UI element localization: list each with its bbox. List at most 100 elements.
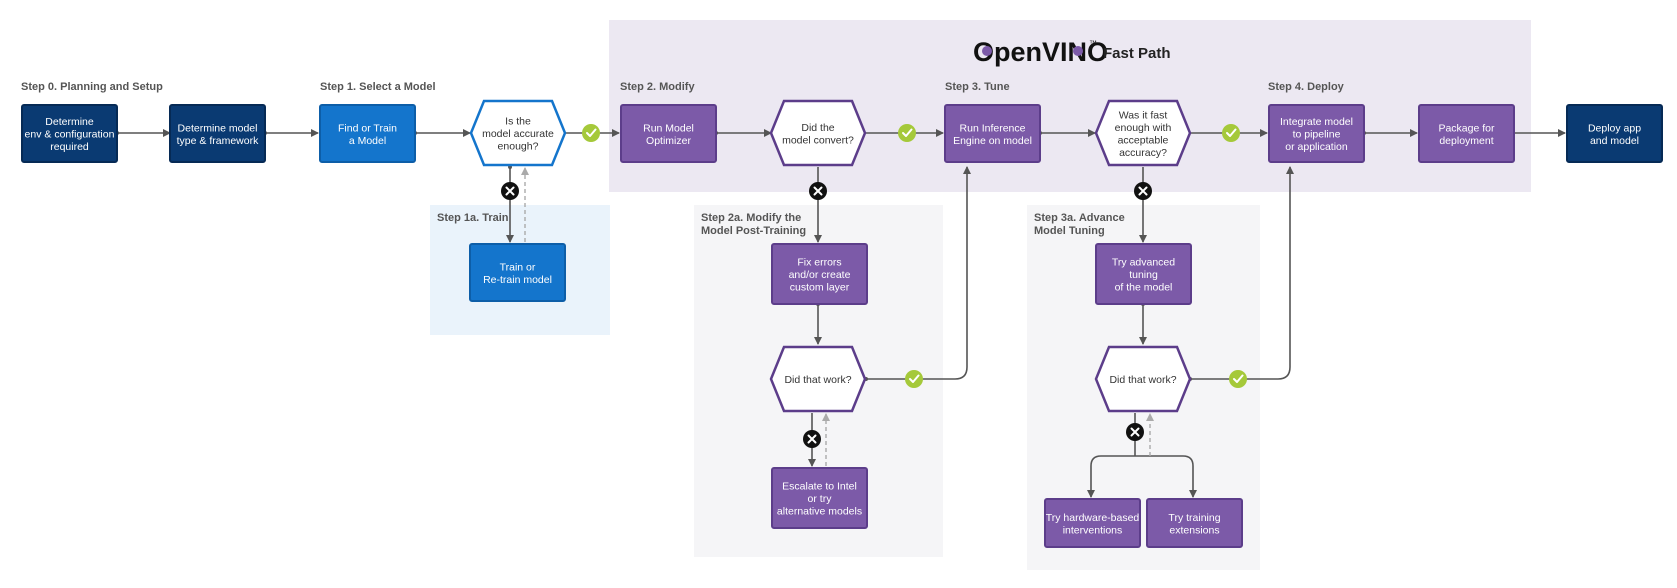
arrow-to-training-ext [1135, 455, 1197, 498]
determine-model-box-line-1: Determine model [178, 122, 258, 134]
advanced-tuning-box-shape [1095, 243, 1192, 305]
x-icon [501, 182, 519, 200]
fast-decision-shape [1094, 99, 1192, 167]
package-box-line-2: deployment [1439, 135, 1493, 147]
check-icon [898, 124, 916, 142]
deploy-box-line-2: and model [1590, 135, 1639, 147]
fix-errors-box-line-3: custom layer [790, 282, 850, 294]
hw-interventions-box-line-2: interventions [1063, 524, 1123, 536]
x-icon [1134, 182, 1152, 200]
work-2a-decision: Did that work? [769, 345, 867, 413]
check-icon [1229, 370, 1247, 388]
integrate-box-line-2: to pipeline [1293, 129, 1341, 141]
escalate-box-line-1: Escalate to Intel [782, 481, 857, 493]
fastpath-region [609, 20, 1531, 192]
fast-decision-line-4: accuracy? [1119, 147, 1167, 159]
run-optimizer-box-line-1: Run Model [643, 122, 694, 134]
svg-text:OpenVINO: OpenVINO [973, 37, 1108, 67]
find-train-box-shape [319, 104, 416, 163]
package-box-shape [1418, 104, 1515, 163]
run-optimizer-box-line-2: Optimizer [646, 135, 691, 147]
advanced-tuning-box-line-1: Try advanced [1112, 257, 1175, 269]
arrow-work3a-to-integrate [1190, 166, 1294, 380]
fast-path-title: Fast Path [1103, 45, 1171, 62]
work-3a-decision-line-1: Did that work? [1109, 374, 1176, 386]
escalate-box-line-2: or try [808, 493, 833, 505]
determine-env-box-line-3: required [50, 141, 89, 153]
step1a-label: Step 1a. Train [437, 212, 509, 224]
step0-label: Step 0. Planning and Setup [21, 81, 163, 93]
work-3a-decision-shape [1094, 345, 1192, 413]
fix-errors-box-line-1: Fix errors [797, 257, 841, 269]
x-icon [803, 430, 821, 448]
accurate-decision-line-3: enough? [498, 141, 539, 153]
logo-tm: ™ [1089, 39, 1097, 48]
check-icon [582, 124, 600, 142]
convert-decision-line-2: model convert? [782, 134, 854, 146]
advanced-tuning-box-line-2: tuning [1129, 269, 1158, 281]
arrow-work2a-to-inference [866, 166, 971, 380]
run-optimizer-box-shape [620, 104, 717, 163]
accurate-decision-line-1: Is the [505, 116, 531, 128]
determine-model-box-shape [169, 104, 266, 163]
step3a-label-line1: Step 3a. Advance [1034, 212, 1125, 224]
fast-decision-line-3: acceptable [1118, 134, 1169, 146]
arrow-to-hw [1087, 455, 1135, 498]
work-3a-decision: Did that work? [1094, 345, 1192, 413]
train-retrain-box-shape [469, 243, 566, 302]
check-icon [905, 370, 923, 388]
training-ext-box-shape [1146, 498, 1243, 548]
step2a-label-line2: Model Post-Training [701, 225, 806, 237]
hw-interventions-box-line-1: Try hardware-based [1046, 512, 1140, 524]
step2-label: Step 2. Modify [620, 81, 695, 93]
logo-eye-icon-2 [1073, 46, 1083, 56]
fast-decision-line-2: enough with [1115, 122, 1172, 134]
find-train-box-line-1: Find or Train [338, 122, 397, 134]
run-inference-box-line-1: Run Inference [960, 122, 1026, 134]
deploy-box-shape [1566, 104, 1663, 163]
work-2a-decision-shape [769, 345, 867, 413]
x-icon [809, 182, 827, 200]
accurate-decision-line-2: model accurate [482, 128, 554, 140]
openvino-logo: OpenVINO ™ [973, 37, 1108, 67]
train-retrain-box-line-1: Train or [500, 261, 536, 273]
training-ext-box-line-2: extensions [1169, 524, 1219, 536]
convert-decision-line-1: Did the [801, 122, 834, 134]
step3-label: Step 3. Tune [945, 81, 1010, 93]
x-icon [1126, 423, 1144, 441]
deploy-box-line-1: Deploy app [1588, 122, 1641, 134]
integrate-box-shape [1268, 104, 1365, 163]
advanced-tuning-box-line-3: of the model [1115, 282, 1173, 294]
step4-label: Step 4. Deploy [1268, 81, 1345, 93]
accurate-decision-shape [469, 99, 567, 167]
find-train-box-line-2: a Model [349, 135, 386, 147]
logo-eye-icon [982, 46, 992, 56]
step3a-label-line2: Model Tuning [1034, 225, 1105, 237]
determine-env-box-line-1: Determine [45, 116, 94, 128]
step1-label: Step 1. Select a Model [320, 81, 436, 93]
run-inference-box-line-2: Engine on model [953, 135, 1032, 147]
escalate-box-shape [771, 467, 868, 529]
convert-decision-shape [769, 99, 867, 167]
package-box-line-1: Package for [1438, 122, 1495, 134]
hw-interventions-box-shape [1044, 498, 1141, 548]
determine-env-box-line-2: env & configuration [25, 129, 115, 141]
training-ext-box-line-1: Try training [1168, 512, 1220, 524]
